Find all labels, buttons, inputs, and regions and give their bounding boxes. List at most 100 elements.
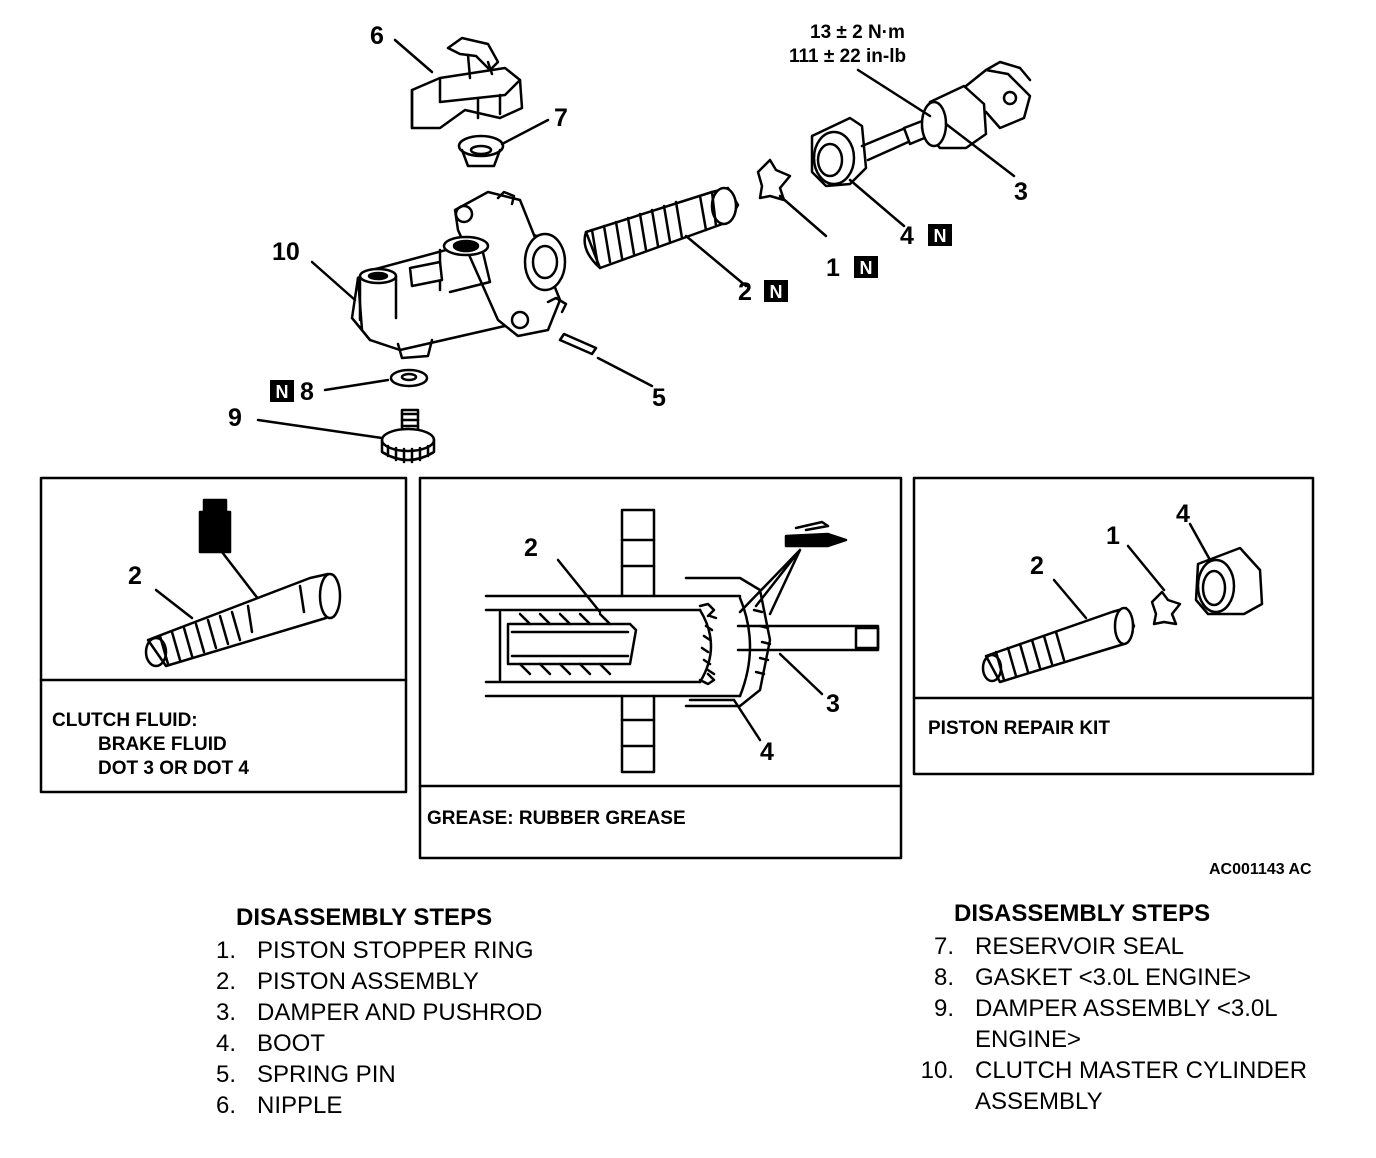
leader-8	[323, 378, 390, 392]
step-number: 10.	[920, 1057, 954, 1084]
callout-6: 6	[370, 22, 384, 50]
steps-right-title: DISASSEMBLY STEPS	[954, 900, 1211, 927]
step-number: 7.	[933, 933, 954, 960]
leader-1	[778, 194, 828, 238]
damper-pushrod-part	[860, 60, 1032, 162]
panel3-ring	[1150, 590, 1182, 626]
figure-code: AC001143 AC	[1209, 861, 1312, 878]
grease-section	[484, 508, 880, 774]
fluid-bottle-icon	[198, 498, 232, 554]
panel2-callout-4: 4	[760, 738, 774, 766]
panel2-callout-3: 3	[826, 690, 840, 718]
panel2-callout-2: 2	[524, 534, 538, 562]
damper-assembly-part	[380, 408, 436, 464]
svg-text:N: N	[770, 282, 783, 302]
callout-10: 10	[272, 238, 300, 266]
step-number: 6.	[215, 1092, 236, 1119]
step-number: 9.	[933, 995, 954, 1022]
leader-9	[256, 418, 384, 440]
steps-left-title: DISASSEMBLY STEPS	[236, 904, 493, 931]
step-text: DAMPER AND PUSHROD	[257, 999, 543, 1026]
grease-note: GREASE: RUBBER GREASE	[427, 808, 686, 829]
step-text: RESERVOIR SEAL	[975, 933, 1184, 960]
leader-4	[848, 178, 906, 228]
gasket-part	[389, 368, 429, 388]
torque-imperial: 111 ± 22 in-lb	[789, 46, 906, 67]
panel1-callout-2: 2	[128, 562, 142, 590]
step-item: 9. DAMPER ASSEMBLY <3.0L ENGINE>	[894, 993, 1354, 1055]
cylinder-body-part	[350, 190, 568, 360]
panel3-piston	[981, 606, 1136, 684]
step-item: 3. DAMPER AND PUSHROD	[176, 997, 736, 1028]
torque-metric: 13 ± 2 N·m	[810, 22, 905, 43]
step-number: 1.	[215, 937, 236, 964]
callout-1: 1	[826, 254, 840, 282]
step-item: 2.PISTON ASSEMBLY	[176, 966, 736, 997]
callout-2: 2	[738, 278, 752, 306]
callout-5: 5	[652, 384, 666, 412]
step-number: 3.	[215, 999, 236, 1026]
step-number: 5.	[215, 1061, 236, 1088]
step-text: SPRING PIN	[257, 1061, 396, 1088]
leader-6	[393, 38, 434, 74]
steps-right: DISASSEMBLY STEPS 7. RESERVOIR SEAL 8. GASK…	[894, 898, 1354, 1117]
step-item: 4. BOOT	[176, 1028, 736, 1059]
reservoir-seal-part	[457, 134, 505, 168]
svg-text:N: N	[276, 382, 289, 402]
step-text: NIPPLE	[257, 1092, 343, 1119]
fluid-note-line3: DOT 3 OR DOT 4	[98, 758, 249, 779]
piston-assembly-part	[583, 186, 740, 270]
step-item: 8. GASKET <3.0L ENGINE>	[894, 962, 1354, 993]
boot-part	[810, 116, 868, 188]
nipple-part	[410, 36, 524, 130]
callout-7: 7	[554, 104, 568, 132]
kit-note: PISTON REPAIR KIT	[928, 718, 1110, 739]
callout-8: 8	[300, 378, 314, 406]
grease-tube-icon	[784, 520, 848, 548]
step-text: PISTON STOPPER RING	[257, 937, 534, 964]
fluid-note-line1: CLUTCH FLUID:	[52, 710, 198, 731]
leader-5	[596, 356, 654, 388]
svg-text:N: N	[860, 258, 873, 278]
step-number: 2.	[215, 968, 236, 995]
panel3-callout-2: 2	[1030, 552, 1044, 580]
svg-text:N: N	[934, 226, 947, 246]
step-number: 4.	[215, 1030, 236, 1057]
step-number: 8.	[933, 964, 954, 991]
step-item: 10. CLUTCH MASTER CYLINDER ASSEMBLY	[894, 1055, 1354, 1117]
callout-9: 9	[228, 404, 242, 432]
fluid-note-line2: BRAKE FLUID	[98, 734, 227, 755]
callout-4: 4	[900, 222, 914, 250]
panel3-boot	[1194, 546, 1264, 616]
panel1-piston	[144, 572, 342, 668]
step-item: 7. RESERVOIR SEAL	[894, 931, 1354, 962]
torque-leader	[856, 68, 932, 118]
new-part-badge-4: N	[928, 224, 952, 246]
leader-7	[500, 118, 550, 146]
fluid-panel-frame	[39, 476, 408, 794]
stopper-ring-part	[756, 158, 792, 202]
step-text: DAMPER ASSEMBLY <3.0L ENGINE>	[975, 995, 1277, 1053]
panel3-callout-4: 4	[1176, 500, 1190, 528]
callout-3: 3	[1014, 178, 1028, 206]
spring-pin-part	[558, 332, 598, 356]
new-part-badge-2: N	[764, 280, 788, 302]
grease-panel-frame	[418, 476, 903, 860]
step-text: GASKET <3.0L ENGINE>	[975, 964, 1252, 991]
kit-panel-frame	[912, 476, 1315, 776]
new-part-badge-1: N	[854, 256, 878, 278]
step-item: 1. PISTON STOPPER RING	[176, 935, 736, 966]
step-text: CLUTCH MASTER CYLINDER ASSEMBLY	[975, 1057, 1308, 1115]
panel3-callout-1: 1	[1106, 522, 1120, 550]
step-text: BOOT	[257, 1030, 326, 1057]
step-item: 5. SPRING PIN	[176, 1059, 736, 1090]
new-part-badge-8: N	[270, 380, 294, 402]
leader-2	[684, 234, 748, 288]
exploded-diagram: 6 7 3 10 2 1 4 8 5 9 N N N N 13 ± 2 N·m …	[39, 22, 1315, 878]
leader-3	[944, 122, 1016, 178]
leader-10	[310, 260, 357, 302]
step-item: 6. NIPPLE	[176, 1090, 736, 1121]
